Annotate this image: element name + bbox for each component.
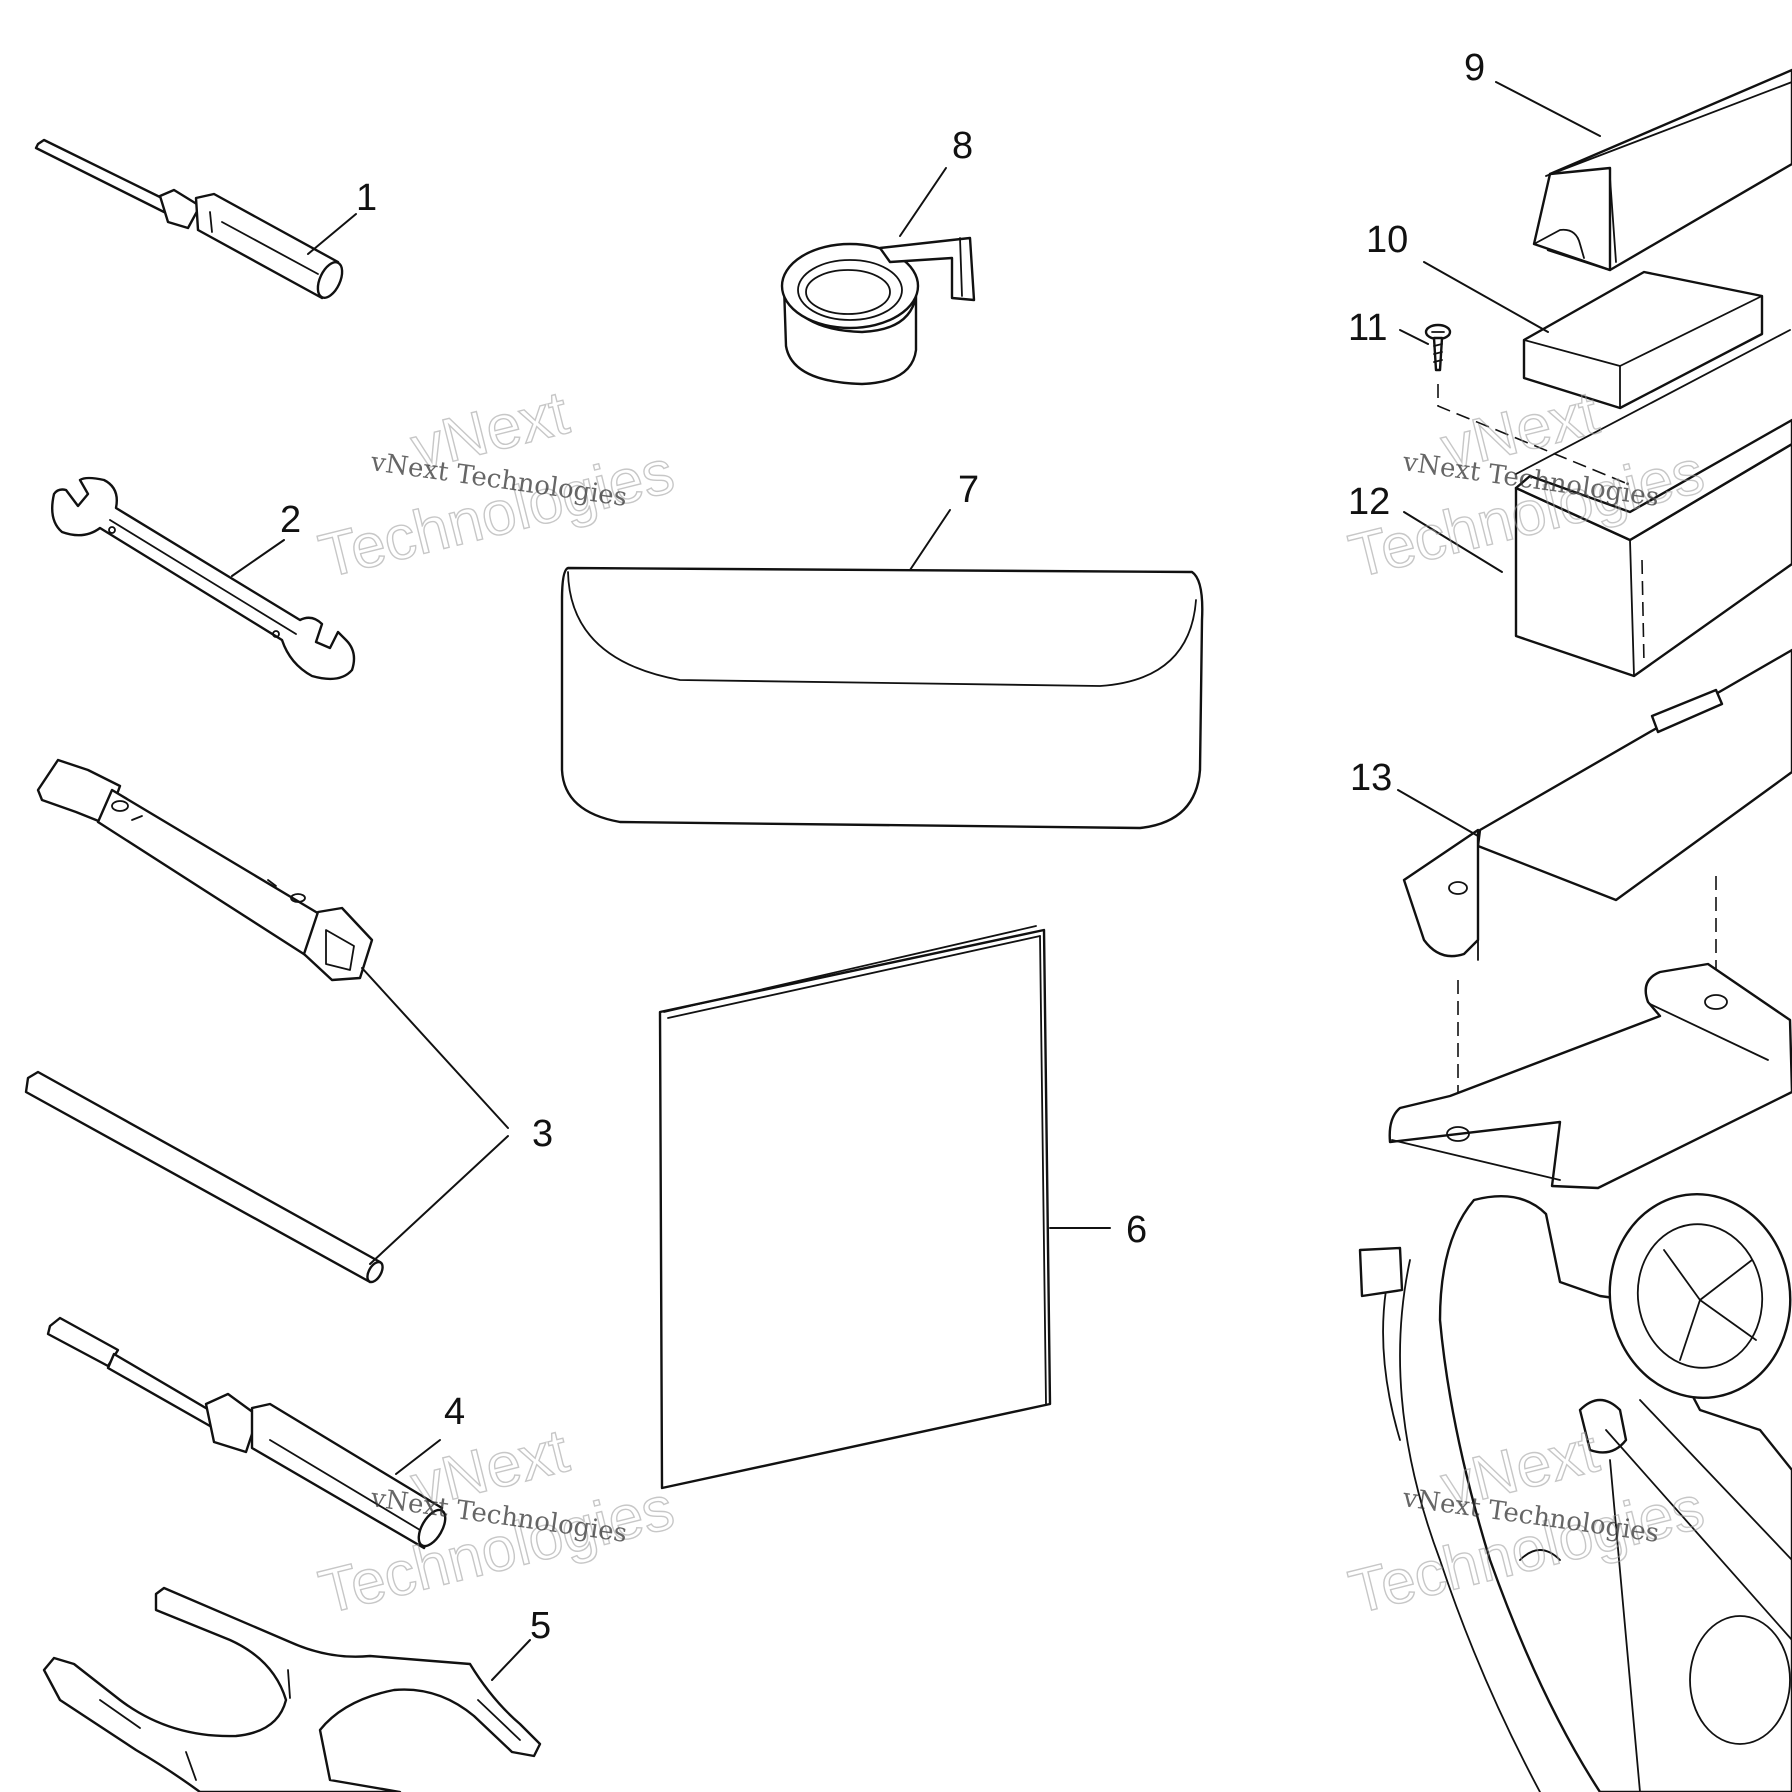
part-13-bracket: [1402, 648, 1792, 1122]
callout-13: 13: [1350, 757, 1392, 799]
leader-13: [1397, 789, 1479, 837]
leader-10: [1423, 261, 1549, 333]
leader-7: [909, 509, 951, 571]
callout-10: 10: [1366, 219, 1408, 261]
leader-1: [307, 213, 357, 255]
leader-2: [231, 539, 285, 577]
callout-7: 7: [958, 469, 979, 511]
part-3-socket-wrench: [36, 758, 374, 982]
part-1-screwdriver: [34, 138, 344, 300]
part-3-tommy-bar: [24, 1070, 384, 1284]
leader-3b: [369, 1135, 509, 1265]
part-11-screw: [1424, 323, 1629, 485]
callout-3: 3: [532, 1113, 553, 1155]
leader-12: [1403, 511, 1503, 573]
watermark-top-right: vNext Technologies vNext Technologies: [1342, 378, 1711, 593]
leader-lines: [231, 81, 1601, 1681]
leader-5: [491, 1639, 531, 1681]
watermark-top-left: vNext Technologies vNext Technologies: [312, 378, 681, 593]
leader-8: [899, 167, 947, 237]
callout-2: 2: [280, 499, 301, 541]
callout-4: 4: [444, 1391, 465, 1433]
part-8-strap: [780, 236, 976, 386]
callout-8: 8: [952, 125, 973, 167]
part-7-tool-pouch: [560, 566, 1204, 830]
leader-11: [1399, 329, 1429, 345]
frame-assembly: [1358, 962, 1792, 1792]
leader-4: [395, 1439, 441, 1475]
watermark-bottom-left: vNext Technologies vNext Technologies: [312, 1416, 681, 1629]
callout-9: 9: [1464, 47, 1485, 89]
part-2-wrench: [51, 476, 356, 681]
leader-9: [1495, 81, 1601, 137]
part-9-battery-cover: [1532, 68, 1792, 272]
part-5-spanner: [42, 1586, 542, 1792]
callout-labels: 1 2 3 4 5 6 7 8 9 10 11 12 13: [280, 47, 1485, 1647]
part-12-battery: [1514, 329, 1792, 678]
part-6-manual: [658, 925, 1052, 1490]
callout-5: 5: [530, 1605, 551, 1647]
callout-6: 6: [1126, 1209, 1147, 1251]
part-10-foam-pad: [1522, 270, 1764, 410]
callout-1: 1: [356, 177, 377, 219]
part-4-screwdriver: [46, 1316, 447, 1550]
callout-12: 12: [1348, 481, 1390, 523]
leader-3a: [361, 967, 509, 1129]
callout-11: 11: [1348, 307, 1387, 349]
